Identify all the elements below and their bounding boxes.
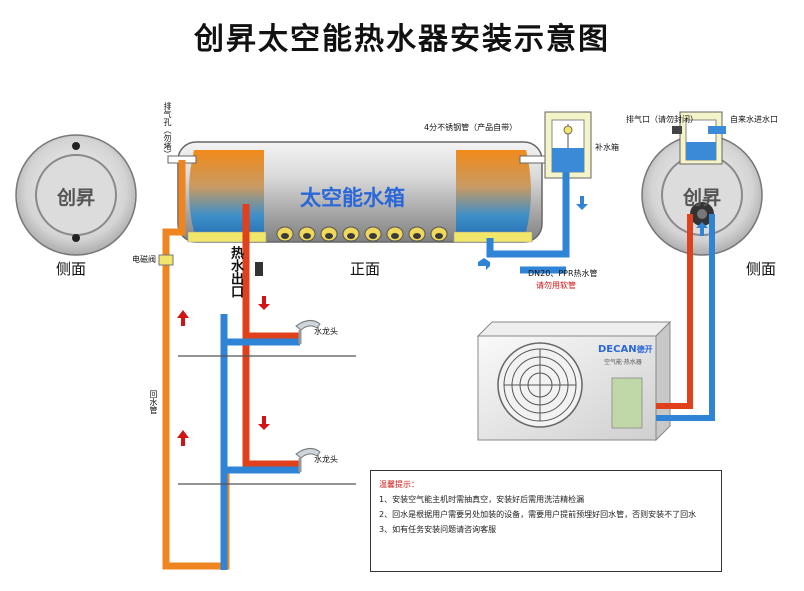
faucet-label-2: 水龙头 [314, 455, 338, 464]
outlet-valve [255, 262, 263, 276]
no-hose-label: 请勿用软管 [536, 281, 576, 290]
brand-logo-left: 创昇 [57, 187, 96, 209]
left-side-view [15, 134, 137, 256]
cold-pipe [220, 314, 300, 570]
refill-tank [544, 111, 592, 179]
tap-inlet-label: 自来水进水口 [730, 115, 778, 124]
solar-tank [167, 141, 551, 243]
faucet [295, 448, 321, 472]
brand-logo-right: 创昇 [683, 187, 722, 209]
unit-refrigerant-pipes [656, 214, 715, 421]
unit-brand: DECAN德开 [598, 344, 653, 355]
refill-pipe [486, 172, 570, 274]
tank-label: 太空能水箱 [300, 186, 405, 210]
view-label-left: 侧面 [56, 260, 87, 278]
unit-subtitle: 空气能·热水器 [604, 359, 642, 366]
tip-item: 3、如有任务安装问题请咨询客服 [379, 525, 497, 534]
flow-arrows [177, 296, 270, 446]
return-pipe-label: 回水管 [149, 390, 158, 414]
page-title: 创昇太空能热水器安装示意图 [194, 22, 610, 57]
tips-heading: 温馨提示： [379, 480, 419, 489]
tip-item: 1、安装空气能主机时需抽真空，安装好后需用洗洁精检漏 [379, 495, 585, 504]
refill-tank-label: 补水箱 [595, 143, 619, 152]
right-side-view [641, 111, 763, 256]
unit-brand-cn: 德开 [636, 345, 653, 354]
hot-outlet-label: 热水出口 [228, 246, 243, 298]
view-label-right: 侧面 [746, 260, 777, 278]
hot-outlet-pipe [242, 204, 300, 468]
view-label-front: 正面 [350, 260, 381, 278]
solenoid-valve-label: 电磁阀 [132, 255, 156, 264]
outdoor-unit [476, 320, 672, 442]
tip-item: 2、回水是根据用户需要另处加装的设备，需要用户提前预埋好回水管，否则安装不了回水 [379, 510, 697, 519]
vent-hole-label: 排气孔（勿堵） [163, 102, 172, 158]
vent-right-label: 排气口（请勿封闭） [626, 115, 698, 124]
dn20-label: DN20、PPR热水管 [528, 269, 598, 278]
faucet-label-1: 水龙头 [314, 327, 338, 336]
steel-pipe-label: 4分不锈钢管（产品自带） [424, 123, 518, 132]
solenoid-valve-body [158, 254, 174, 266]
tips-box: 温馨提示： 1、安装空气能主机时需抽真空，安装好后需用洗洁精检漏 2、回水是根据… [370, 470, 722, 572]
faucet [295, 320, 321, 344]
blue-arrows [478, 196, 708, 270]
unit-brand-en: DECAN [598, 344, 637, 355]
